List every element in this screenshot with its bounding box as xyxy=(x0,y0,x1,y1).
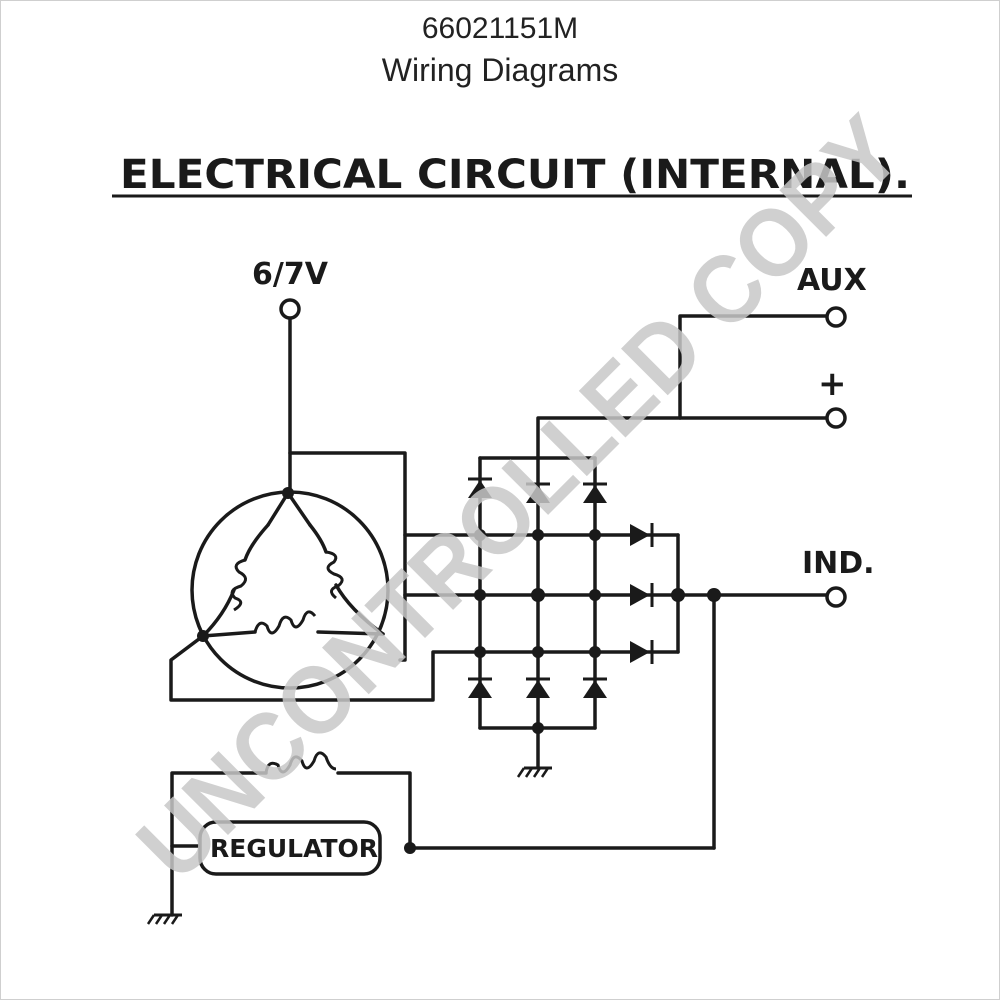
page-subtitle: Wiring Diagrams xyxy=(381,52,619,88)
part-number: 66021151M xyxy=(421,12,579,45)
diagram-title: ELECTRICAL CIRCUIT (INTERNAL). xyxy=(120,152,910,198)
regulator-label: REGULATOR xyxy=(210,834,378,863)
terminal-circles xyxy=(279,298,847,608)
diode-icon xyxy=(524,677,552,700)
diode-icon xyxy=(628,638,654,666)
diode-icon xyxy=(466,677,494,700)
diode-icon xyxy=(628,521,654,549)
field-coil xyxy=(264,751,337,774)
diode-icon xyxy=(581,677,609,700)
ind-terminal xyxy=(825,586,847,608)
aux-terminal-label: AUX xyxy=(797,263,867,298)
ind-terminal-label: IND. xyxy=(802,546,875,581)
positive-terminal xyxy=(825,407,847,429)
ground-icon xyxy=(146,913,184,926)
stator-coils xyxy=(230,550,344,635)
watermark: UNCONTROLLED COPY xyxy=(117,96,921,900)
positive-terminal-label: + xyxy=(818,364,847,404)
supply-terminal xyxy=(279,298,301,320)
regulator-box xyxy=(198,820,382,876)
junction-dots xyxy=(197,487,721,854)
aux-terminal xyxy=(825,306,847,328)
diode-icon xyxy=(628,581,654,609)
supply-terminal-label: 6/7V xyxy=(252,257,329,292)
ground-icon xyxy=(516,766,554,779)
